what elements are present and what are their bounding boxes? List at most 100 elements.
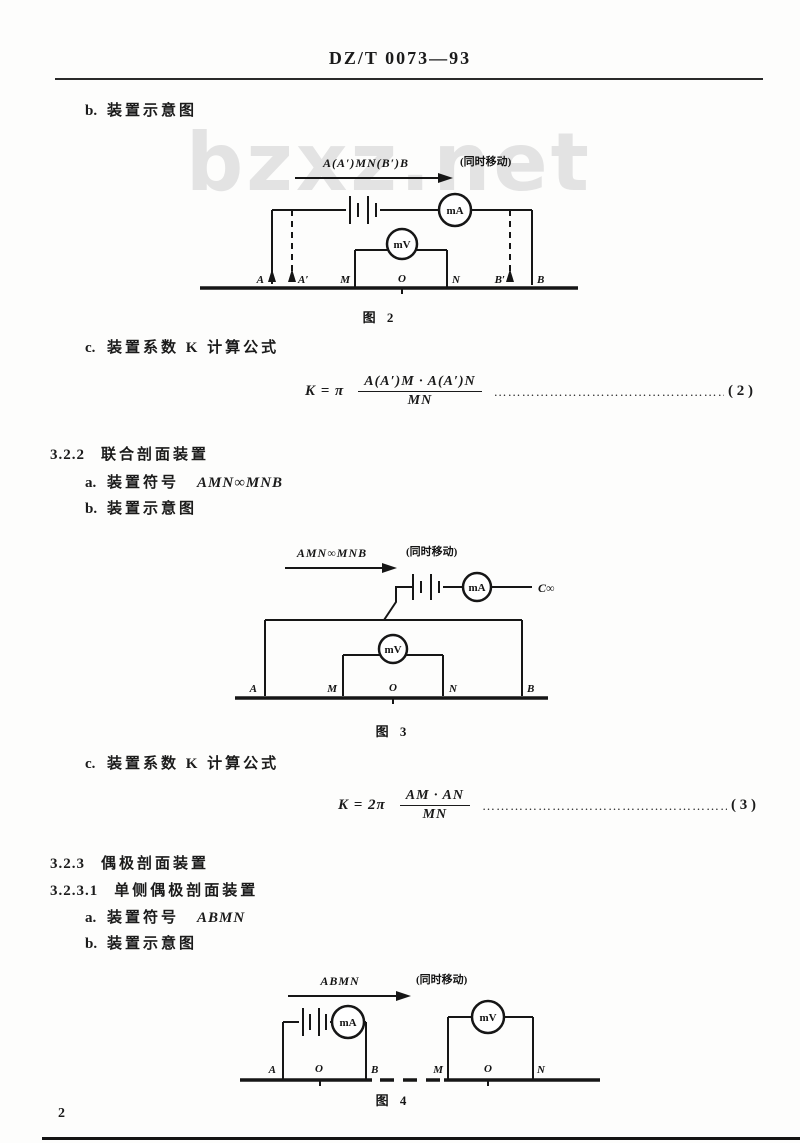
section-3-2-2: 3.2.2 联合剖面装置 bbox=[50, 443, 209, 464]
formula-2: K = π A(A′)M · A(A′)N MN ………………………………………… bbox=[305, 374, 753, 409]
figure-4-circuit: ABMN (同时移动) mA A O B bbox=[240, 972, 600, 1108]
array-symbol-label: ABMN bbox=[319, 974, 360, 988]
formula-lhs: K = π bbox=[305, 383, 345, 399]
item-b2: b. 装置示意图 bbox=[85, 497, 197, 518]
section-number: 3.2.3.1 bbox=[50, 883, 99, 899]
electrode-label: O bbox=[484, 1063, 492, 1075]
electrode-label: O bbox=[389, 682, 397, 694]
electrode-label: B′ bbox=[494, 274, 505, 286]
formula-fraction: AM · AN MN bbox=[399, 788, 470, 823]
electrode-label: N bbox=[448, 683, 458, 695]
figure-3-circuit: AMN∞MNB (同时移动) mA C∞ bbox=[235, 544, 555, 739]
move-note: (同时移动) bbox=[406, 544, 458, 558]
move-note: (同时移动) bbox=[460, 154, 512, 168]
electrode-label: M bbox=[339, 274, 351, 286]
battery-icon bbox=[412, 574, 440, 600]
item-a3: a. 装置符号 ABMN bbox=[85, 906, 245, 927]
figure-caption: 图 4 bbox=[376, 1093, 411, 1108]
page-number: 2 bbox=[58, 1106, 65, 1121]
array-symbol-label: A(A′)MN(B′)B bbox=[322, 156, 409, 170]
figure-4: ABMN (同时移动) mA A O B bbox=[200, 962, 640, 1112]
item-text: 装置系数 K 计算公式 bbox=[107, 340, 280, 356]
figure-2: A(A′)MN(B′)B (同时移动) mA bbox=[180, 138, 620, 338]
section-3-2-3: 3.2.3 偶极剖面装置 bbox=[50, 852, 209, 873]
item-bullet: c. bbox=[85, 340, 96, 356]
dot-leader: ……………………………………………… bbox=[493, 383, 724, 399]
item-bullet: c. bbox=[85, 756, 96, 772]
voltmeter-label: mV bbox=[384, 644, 401, 656]
ammeter-label: mA bbox=[446, 205, 463, 217]
ammeter-icon: mA bbox=[437, 192, 473, 228]
switch-lead bbox=[383, 586, 413, 621]
electrode-label: B bbox=[370, 1064, 378, 1076]
figure-2-circuit: A(A′)MN(B′)B (同时移动) mA bbox=[200, 154, 578, 325]
formula-denominator: MN bbox=[407, 393, 433, 408]
section-number: 3.2.2 bbox=[50, 447, 85, 463]
section-3-2-3-1: 3.2.3.1 单侧偶极剖面装置 bbox=[50, 879, 258, 900]
electrode-label: N bbox=[536, 1064, 546, 1076]
move-note: (同时移动) bbox=[416, 972, 468, 986]
ammeter-label: mA bbox=[468, 582, 485, 594]
device-symbol: ABMN bbox=[197, 910, 246, 926]
voltmeter-icon: mV bbox=[385, 227, 419, 261]
item-bullet: b. bbox=[85, 103, 98, 119]
voltmeter-icon: mV bbox=[470, 999, 506, 1035]
dot-leader: ……………………………………………… bbox=[481, 797, 727, 813]
formula-numerator: A(A′)M · A(A′)N bbox=[358, 374, 482, 392]
item-b1: b. 装置示意图 bbox=[85, 99, 197, 120]
move-arrow-icon bbox=[288, 991, 411, 1001]
section-title: 偶极剖面装置 bbox=[101, 856, 210, 872]
item-bullet: b. bbox=[85, 501, 98, 517]
move-arrow-icon bbox=[295, 173, 453, 183]
item-text: 装置示意图 bbox=[107, 103, 198, 119]
section-number: 3.2.3 bbox=[50, 856, 85, 872]
item-c1: c. 装置系数 K 计算公式 bbox=[85, 336, 279, 357]
electrode-label: B bbox=[526, 683, 534, 695]
electrode-label: M bbox=[326, 683, 338, 695]
electrode-label: A bbox=[256, 274, 264, 286]
device-symbol: AMN∞MNB bbox=[197, 475, 284, 491]
formula-number: ( 3 ) bbox=[731, 797, 756, 813]
formula-denominator: MN bbox=[422, 807, 448, 822]
electrode-label: B bbox=[536, 274, 544, 286]
section-title: 单侧偶极剖面装置 bbox=[114, 883, 259, 899]
formula-fraction: A(A′)M · A(A′)N MN bbox=[358, 374, 482, 409]
bottom-rule bbox=[42, 1137, 800, 1140]
item-text: 装置示意图 bbox=[107, 936, 198, 952]
item-bullet: b. bbox=[85, 936, 98, 952]
electrode-label: A bbox=[268, 1064, 276, 1076]
voltmeter-label: mV bbox=[479, 1012, 496, 1024]
battery-icon bbox=[302, 1008, 327, 1036]
voltmeter-label: mV bbox=[393, 239, 410, 251]
watermark-text: bzxz.net bbox=[186, 116, 592, 209]
electrode-label: M bbox=[432, 1064, 444, 1076]
section-title: 联合剖面装置 bbox=[101, 447, 210, 463]
ammeter-icon: mA bbox=[461, 571, 493, 603]
item-b3: b. 装置示意图 bbox=[85, 932, 197, 953]
formula-3: K = 2π AM · AN MN ……………………………………………… ( 3… bbox=[338, 788, 756, 823]
battery-icon bbox=[349, 196, 377, 224]
figure-3: AMN∞MNB (同时移动) mA C∞ bbox=[200, 538, 640, 743]
figure-caption: 图 2 bbox=[363, 310, 398, 325]
item-text: 装置示意图 bbox=[107, 501, 198, 517]
item-text: 装置符号 bbox=[107, 910, 180, 926]
standard-number: DZ/T 0073—93 bbox=[328, 48, 472, 68]
formula-lhs: K = 2π bbox=[338, 797, 386, 813]
header-rule bbox=[55, 78, 763, 80]
item-c2: c. 装置系数 K 计算公式 bbox=[85, 752, 279, 773]
voltmeter-icon: mV bbox=[377, 633, 409, 665]
electrode-label: O bbox=[398, 273, 406, 285]
array-symbol-label: AMN∞MNB bbox=[296, 546, 367, 560]
formula-numerator: AM · AN bbox=[399, 788, 470, 806]
move-arrow-icon bbox=[285, 563, 397, 573]
ammeter-icon: mA bbox=[330, 1004, 366, 1040]
c-infinity-label: C∞ bbox=[538, 581, 555, 595]
electrode-label: O bbox=[315, 1063, 323, 1075]
item-text: 装置系数 K 计算公式 bbox=[107, 756, 280, 772]
electrode-label: A′ bbox=[297, 274, 308, 286]
electrode-label: A bbox=[249, 683, 257, 695]
electrode-label: N bbox=[451, 274, 461, 286]
item-text: 装置符号 bbox=[107, 475, 180, 491]
item-bullet: a. bbox=[85, 475, 97, 491]
